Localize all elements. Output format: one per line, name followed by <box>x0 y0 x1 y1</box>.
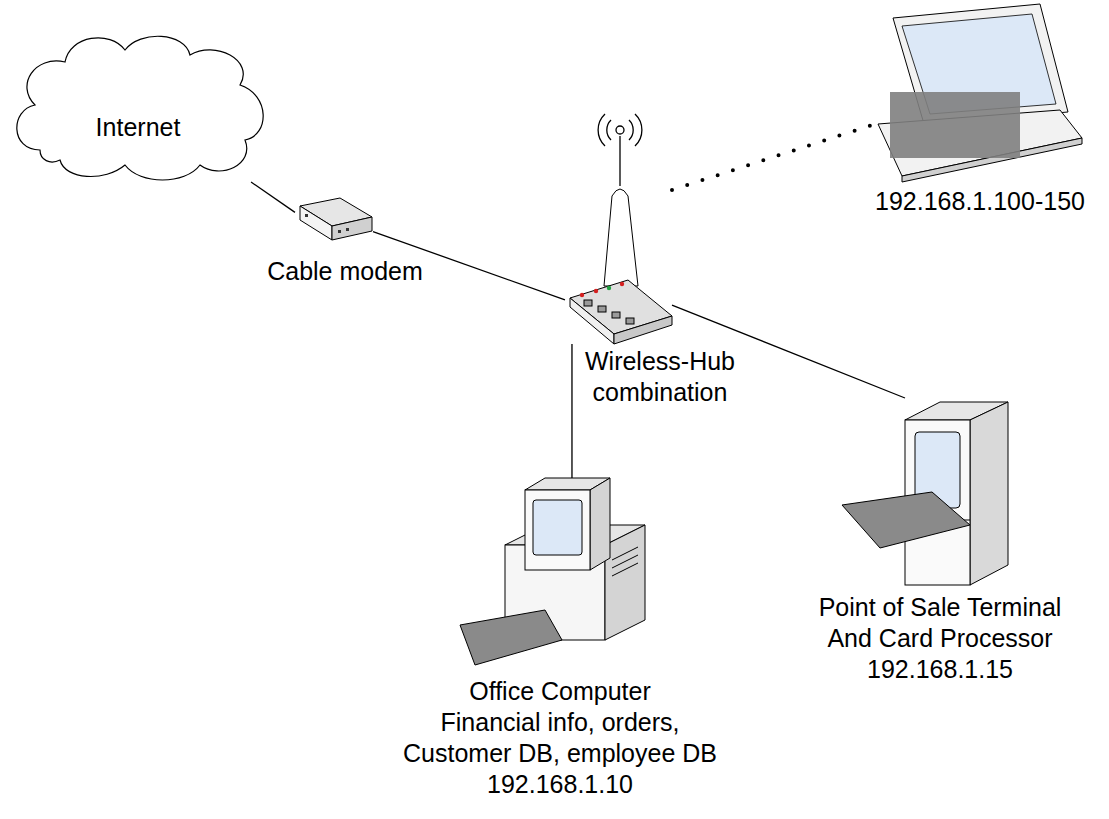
label-column: Internet <box>94 112 183 143</box>
node-detail: Financial info, orders, <box>401 707 719 738</box>
office-computer-icon <box>460 478 645 665</box>
node-label: 192.168.1.100-150 <box>873 186 1087 217</box>
node-detail: 192.168.1.15 <box>817 654 1064 685</box>
pos-terminal-icon <box>842 402 1008 585</box>
laptop-icon <box>878 4 1082 182</box>
wireless-link <box>672 124 875 190</box>
label-column: Point of Sale TerminalAnd Card Processor… <box>817 592 1064 685</box>
cloud-node: Internet <box>10 40 272 182</box>
pos-terminal: Point of Sale TerminalAnd Card Processor… <box>838 398 1012 588</box>
node-label: Office Computer <box>401 676 719 707</box>
node-label: Point of Sale Terminal <box>817 592 1064 623</box>
modem-device: Cable modem <box>295 198 373 246</box>
label-column: Cable modem <box>265 256 425 287</box>
hub-icon <box>570 189 672 344</box>
node-detail: combination <box>583 377 737 408</box>
network-cable <box>251 182 295 212</box>
node-label: Wireless-Hub <box>583 346 737 377</box>
node-label: Cable modem <box>265 256 425 287</box>
label-column: 192.168.1.100-150 <box>873 186 1087 217</box>
label-column: Office ComputerFinancial info, orders,Cu… <box>401 676 719 800</box>
wireless-signal <box>598 114 642 186</box>
node-detail: Customer DB, employee DB <box>401 738 719 769</box>
label-column: Wireless-Hubcombination <box>583 346 737 408</box>
node-detail: 192.168.1.10 <box>401 769 719 800</box>
internet-cloud <box>17 36 263 180</box>
wireless-hub: Wireless-Hubcombination <box>565 112 672 344</box>
node-label: Internet <box>94 112 183 143</box>
modem-icon <box>300 198 372 240</box>
office-computer: Office ComputerFinancial info, orders,Cu… <box>458 478 648 668</box>
laptop-client: 192.168.1.100-150 <box>875 4 1083 178</box>
network-cable <box>571 344 572 478</box>
node-detail: And Card Processor <box>817 623 1064 654</box>
